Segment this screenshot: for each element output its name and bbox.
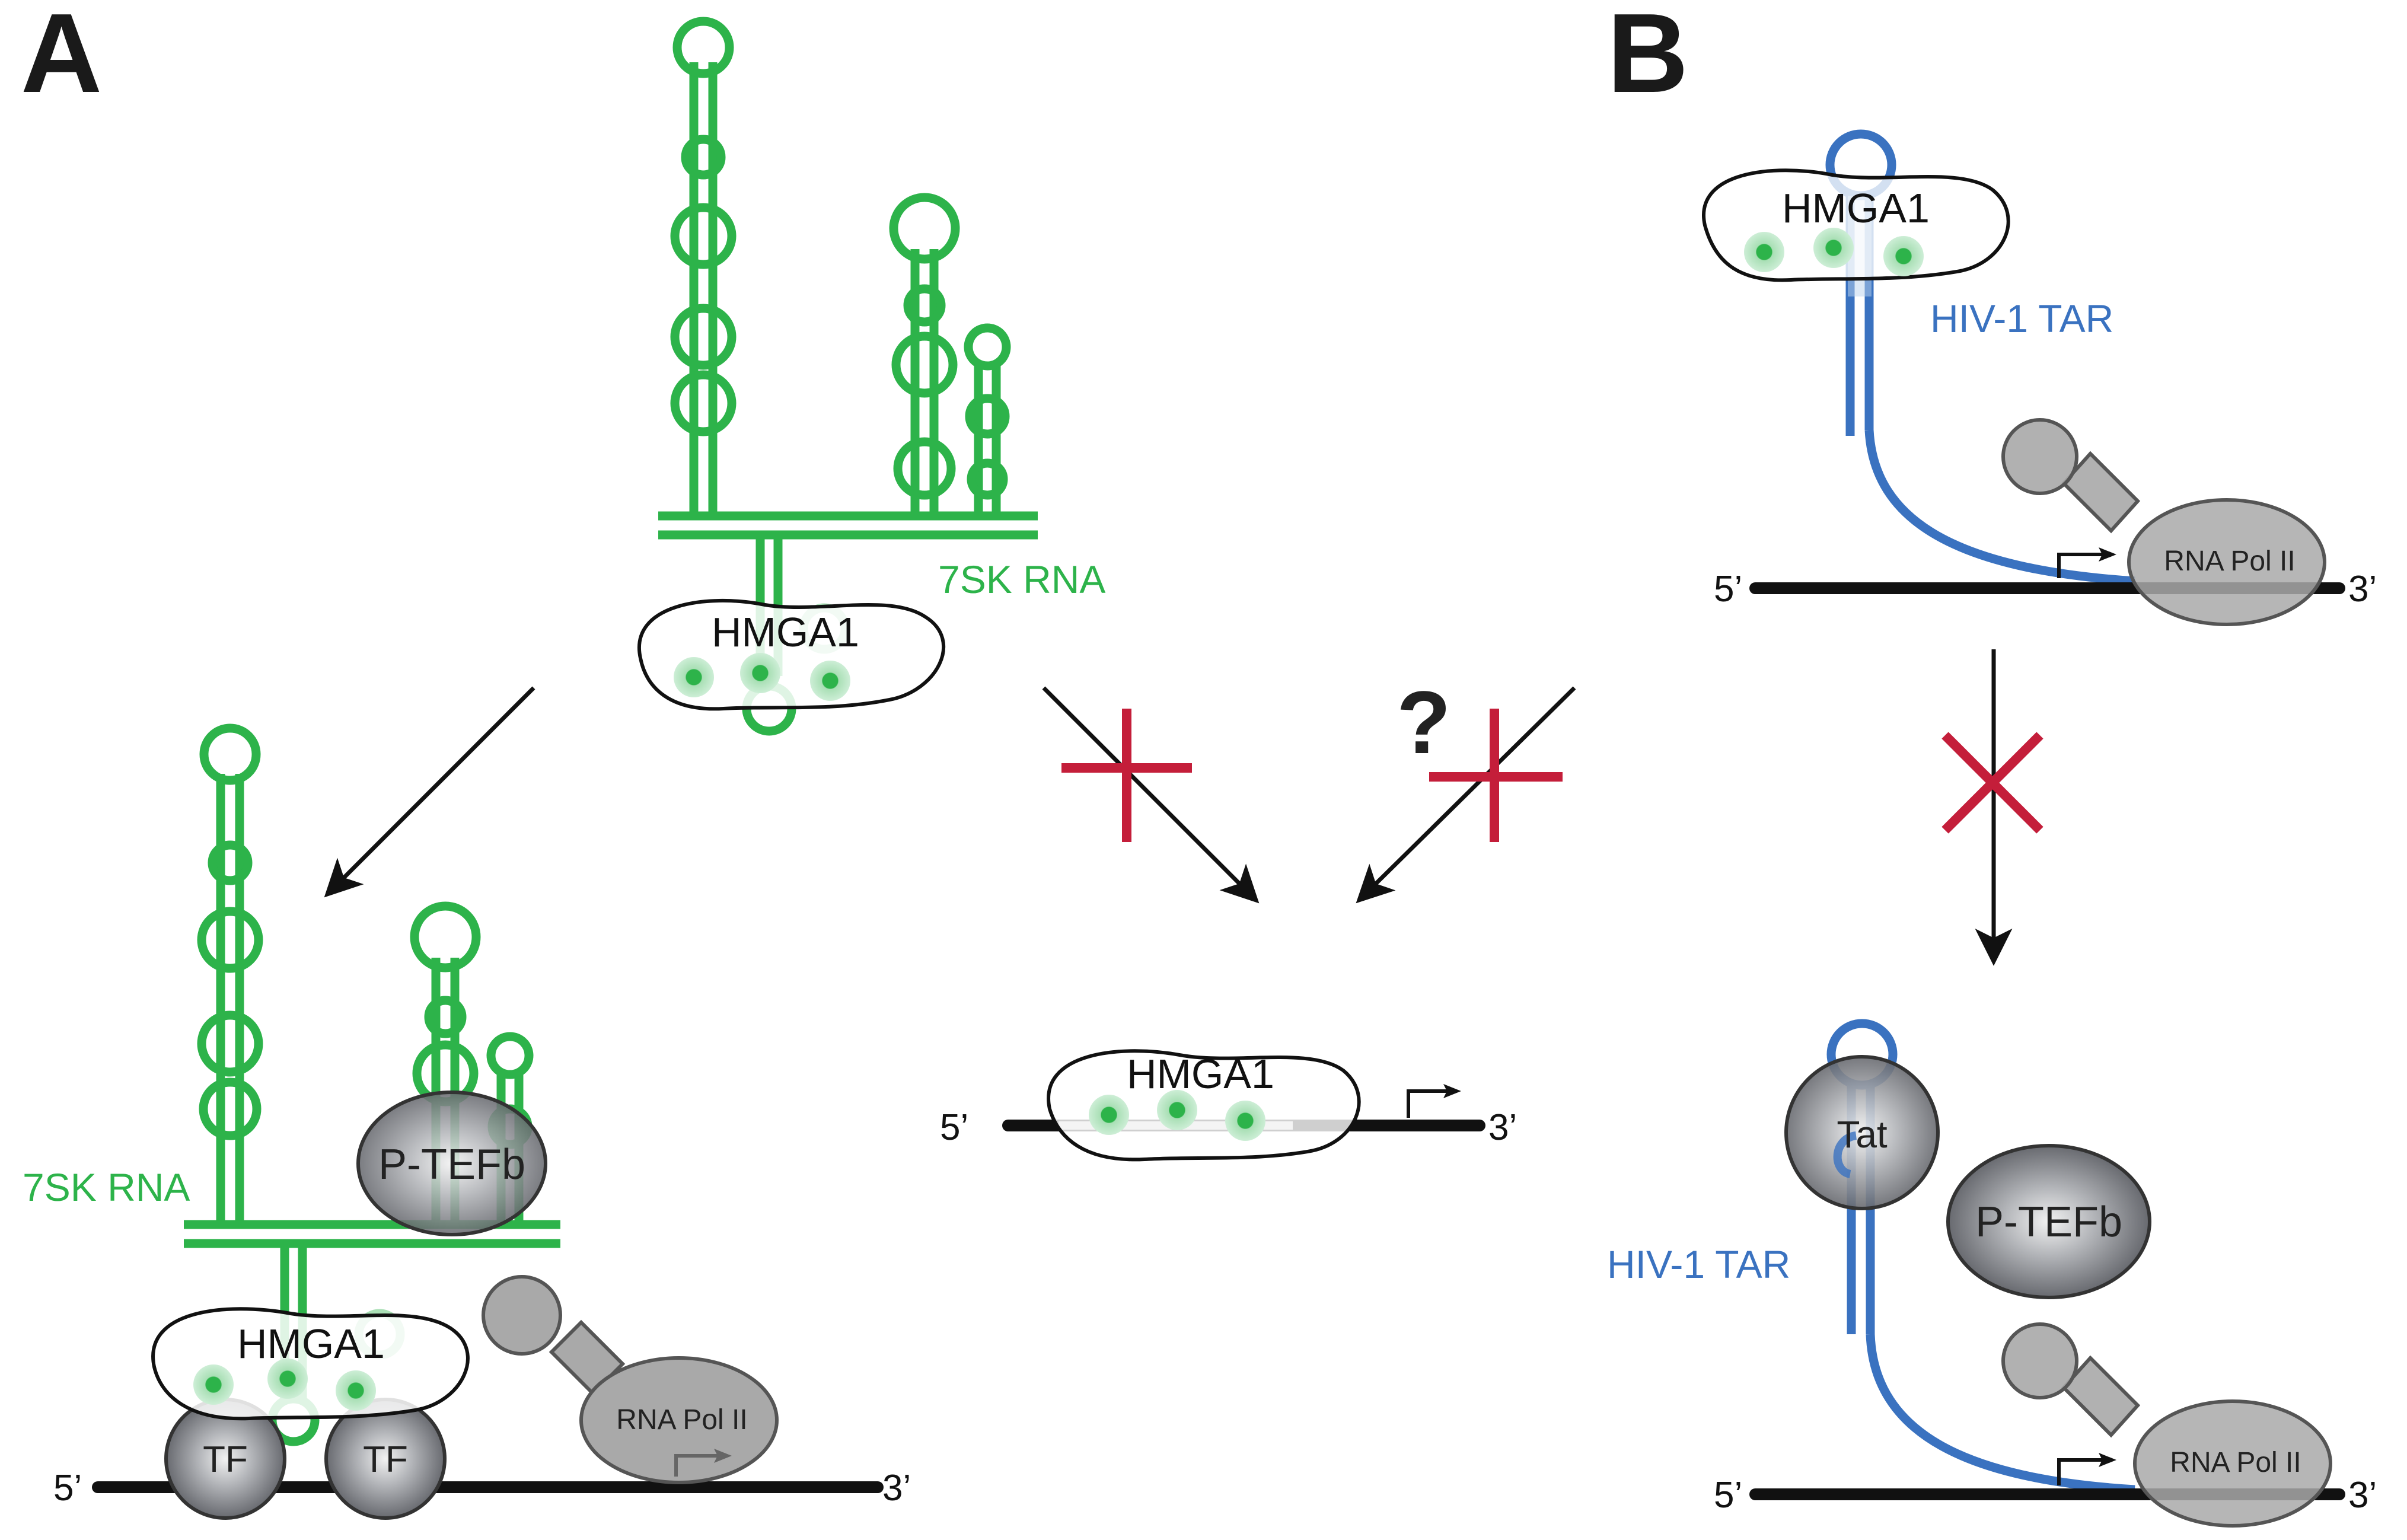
rna-pol2-a: RNA Pol II xyxy=(482,1275,779,1484)
five-prime-label-middle: 5’ xyxy=(940,1107,968,1148)
rna-pol2-b-top: RNA Pol II xyxy=(2001,418,2326,626)
binding-domain-dot xyxy=(1883,236,1924,276)
tss-arrow-b-bottom xyxy=(2057,1453,2116,1485)
hmga1-middle: HMGA1 xyxy=(1047,1049,1361,1162)
hmga1-top: HMGA1 xyxy=(637,598,945,711)
three-prime-label: 3’ xyxy=(882,1468,911,1509)
hmga1-label-middle: HMGA1 xyxy=(1127,1051,1274,1097)
binding-domain-dot xyxy=(193,1364,234,1405)
binding-domain-dot xyxy=(336,1370,376,1411)
three-prime-label-middle: 3’ xyxy=(1488,1107,1517,1148)
ptefb-a: P-TEFb xyxy=(356,1091,547,1236)
tss-arrow-middle xyxy=(1407,1084,1461,1118)
ptefb-b: P-TEFb xyxy=(1946,1144,2151,1299)
panel-letter-a: A xyxy=(21,0,102,116)
tar-label-top: HIV-1 TAR xyxy=(1930,296,2113,340)
hmga1-label-bottom-a: HMGA1 xyxy=(237,1321,385,1367)
binding-domain-dot xyxy=(267,1359,308,1399)
three-prime-label-b-bottom: 3’ xyxy=(2348,1475,2377,1516)
panel-letter-b: B xyxy=(1607,0,1688,116)
tss-arrow-b-top xyxy=(2057,547,2116,578)
rna-7sk-label-top: 7SK RNA xyxy=(938,557,1105,601)
tat-protein: Tat xyxy=(1784,1055,1940,1210)
hmga1-label-b: HMGA1 xyxy=(1782,185,1930,231)
hmga1-label-top: HMGA1 xyxy=(712,609,859,655)
inhibition-cross-left xyxy=(1061,709,1192,842)
three-prime-label-b-top: 3’ xyxy=(2348,569,2377,610)
pol2-label-b-top: RNA Pol II xyxy=(2164,546,2295,577)
tf-label-2: TF xyxy=(363,1439,408,1480)
tf-protein-2: TF xyxy=(324,1398,447,1520)
binding-domain-dot xyxy=(1813,228,1854,268)
arrow-blocked-left xyxy=(1042,686,1260,904)
pol2-label-a: RNA Pol II xyxy=(616,1404,747,1436)
binding-domain-dot xyxy=(1157,1090,1197,1130)
five-prime-label-b-bottom: 5’ xyxy=(1714,1475,1742,1516)
ptefb-label-b: P-TEFb xyxy=(1975,1198,2122,1246)
question-mark: ? xyxy=(1397,672,1451,772)
hmga1-bottom-a: HMGA1 xyxy=(151,1307,470,1421)
binding-domain-dot xyxy=(1225,1101,1265,1141)
tar-label-bottom: HIV-1 TAR xyxy=(1607,1242,1790,1286)
inhibition-cross-right xyxy=(1429,709,1563,842)
rna-7sk-label-bottom: 7SK RNA xyxy=(23,1165,190,1209)
arrow-to-transcription-complex xyxy=(324,686,535,898)
tf-label-1: TF xyxy=(203,1439,248,1480)
arrow-blocked-right xyxy=(1356,686,1576,904)
binding-domain-dot xyxy=(1089,1095,1129,1135)
five-prime-label-b-top: 5’ xyxy=(1714,569,1742,610)
five-prime-label: 5’ xyxy=(53,1468,82,1509)
tat-label: Tat xyxy=(1837,1113,1888,1156)
rna-pol2-b-bottom: RNA Pol II xyxy=(2001,1322,2332,1528)
hmga1-b: HMGA1 xyxy=(1702,168,2010,282)
binding-domain-dot xyxy=(810,661,850,701)
binding-domain-dot xyxy=(674,657,714,697)
inhibition-x-b xyxy=(1941,732,2043,834)
tss-arrow-a xyxy=(674,1449,732,1477)
ptefb-label-a: P-TEFb xyxy=(378,1141,525,1188)
binding-domain-dot xyxy=(740,653,780,693)
pol2-label-b-bottom: RNA Pol II xyxy=(2170,1447,2301,1478)
binding-domain-dot xyxy=(1744,232,1784,272)
